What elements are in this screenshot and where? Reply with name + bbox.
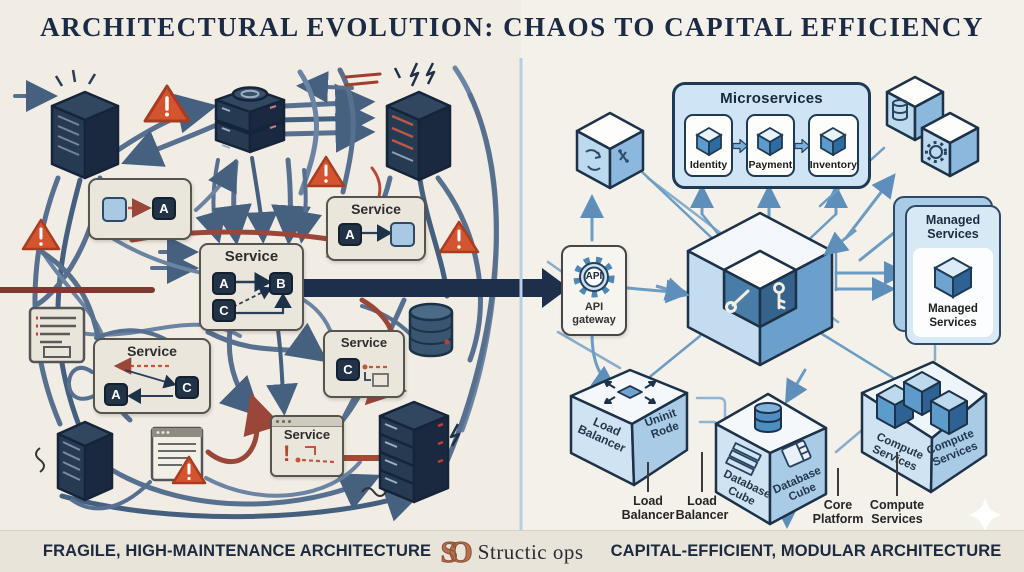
internal-arrows bbox=[232, 272, 292, 315]
internal-arrows bbox=[361, 224, 393, 242]
warning-triangle-icon bbox=[143, 84, 191, 123]
right-panel-caption: CAPITAL-EFFICIENT, MODULAR ARCHITECTURE bbox=[610, 542, 1002, 560]
managed-services-title: Managed Services bbox=[925, 213, 981, 242]
microservice-identity: Identity bbox=[684, 114, 734, 177]
brand-name: Structic ops bbox=[477, 539, 584, 564]
service-box-s6: Service ! bbox=[270, 415, 344, 477]
error-exclamation: ! bbox=[283, 441, 291, 466]
arrow-icon bbox=[733, 138, 746, 153]
gear-service-cube-icon bbox=[920, 111, 980, 178]
mini-database-icon bbox=[754, 402, 782, 433]
service-box-s3: Service A bbox=[326, 196, 426, 261]
cube-icon bbox=[694, 126, 723, 156]
cube-icon bbox=[756, 126, 785, 156]
server-tower-bottom-left-icon bbox=[35, 420, 114, 502]
service-title: Service bbox=[351, 201, 401, 217]
chip-c: C bbox=[212, 299, 236, 322]
microservice-label: Inventory bbox=[809, 159, 858, 171]
warning-triangle-icons bbox=[21, 84, 480, 485]
database-cylinder-icon bbox=[408, 302, 454, 358]
internal-arrows bbox=[295, 446, 335, 464]
chip-a: A bbox=[152, 197, 176, 220]
service-title: Service bbox=[283, 427, 331, 442]
microservice-payment: Payment bbox=[745, 114, 795, 177]
chip-c: C bbox=[175, 376, 199, 399]
microservices-title: Microservices bbox=[720, 90, 823, 107]
transition-arrow bbox=[302, 268, 569, 308]
database-cube-icon bbox=[714, 392, 828, 526]
module-square-icon bbox=[102, 197, 127, 222]
warning-triangle-icon bbox=[171, 455, 207, 485]
api-gateway-label: API gateway bbox=[572, 300, 616, 326]
managed-services-label: Managed Services bbox=[928, 303, 978, 329]
service-title: Service bbox=[127, 343, 177, 359]
service-box-s2: Service A B C bbox=[199, 243, 304, 331]
warning-triangle-icon bbox=[21, 218, 61, 251]
chip-b: B bbox=[269, 272, 293, 295]
callout-line bbox=[896, 452, 898, 496]
microservices-container: Microservices Identity Payment bbox=[672, 82, 871, 189]
compute-services-icon bbox=[860, 360, 988, 494]
callout-line bbox=[701, 452, 703, 492]
brand: SO Structic ops bbox=[440, 534, 583, 570]
microservice-label: Identity bbox=[689, 159, 728, 171]
core-platform-cube-icon bbox=[655, 211, 857, 367]
wrench-icon bbox=[725, 289, 750, 313]
service-box-s1: A bbox=[88, 178, 192, 240]
server-rack-icon bbox=[361, 400, 461, 504]
internal-arrows bbox=[113, 357, 177, 404]
internal-arrows bbox=[362, 364, 389, 387]
cube-icon bbox=[819, 126, 848, 156]
callout-compute-services: Compute Services bbox=[869, 498, 925, 527]
module-square-icon bbox=[390, 222, 415, 247]
chip-a: A bbox=[104, 383, 128, 406]
footer-bar: FRAGILE, HIGH-MAINTENANCE ARCHITECTURE S… bbox=[0, 530, 1024, 572]
server-tower-top-left-icon bbox=[50, 69, 120, 180]
dashed-dependency-arrow bbox=[128, 198, 152, 218]
service-box-s5: Service A C bbox=[93, 338, 211, 414]
microservice-inventory: Inventory bbox=[807, 114, 860, 177]
sync-cube-icon bbox=[575, 111, 645, 190]
chip-a: A bbox=[338, 223, 362, 246]
api-gear-icon bbox=[573, 256, 615, 298]
api-gateway-box: API API gateway bbox=[561, 245, 627, 336]
microservice-label: Payment bbox=[748, 159, 793, 171]
warning-triangle-icon bbox=[306, 155, 346, 188]
arrow-icon bbox=[794, 138, 808, 153]
callout-line bbox=[647, 462, 649, 492]
service-title: Service bbox=[224, 248, 279, 265]
server-tower-top-right-icon bbox=[385, 62, 452, 182]
callout-load-balancer-1: Load Balancer bbox=[621, 494, 675, 523]
callout-core-platform: Core Platform bbox=[812, 498, 864, 527]
managed-services-card: Managed Services Managed Services bbox=[905, 205, 1001, 345]
chip-c: C bbox=[336, 358, 360, 381]
left-panel-caption: FRAGILE, HIGH-MAINTENANCE ARCHITECTURE bbox=[42, 542, 432, 560]
cube-icon bbox=[932, 257, 974, 299]
page-title: ARCHITECTURAL EVOLUTION: CHAOS TO CAPITA… bbox=[40, 12, 984, 42]
callout-load-balancer-2: Load Balancer bbox=[675, 494, 729, 523]
log-document-icon bbox=[28, 306, 86, 364]
callout-line bbox=[837, 468, 839, 496]
brand-monogram: SO bbox=[440, 534, 474, 570]
window-bar bbox=[272, 417, 342, 427]
server-stack-icon bbox=[214, 86, 286, 154]
service-box-s4: Service C bbox=[323, 330, 405, 398]
load-balancer-cube-icon bbox=[569, 368, 689, 487]
warning-triangle-icon bbox=[438, 220, 480, 254]
key-icon bbox=[773, 282, 786, 310]
service-title: Service bbox=[340, 335, 388, 350]
chip-a: A bbox=[212, 272, 236, 295]
